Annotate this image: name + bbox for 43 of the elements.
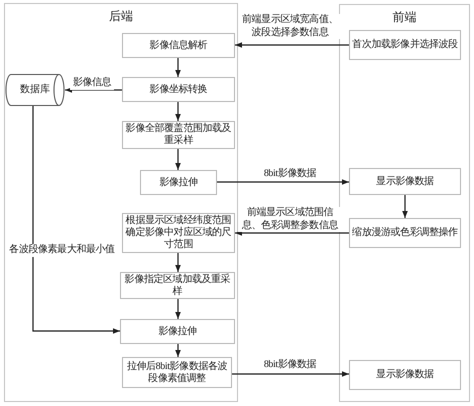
edge-label: 影像信息 <box>70 77 114 90</box>
arrow <box>402 195 408 218</box>
process-box <box>140 170 217 195</box>
node-text: 影像指定区域加载及重采样 <box>124 274 232 298</box>
lane-title: 后端 <box>108 9 134 24</box>
node-text: 显示影像数据 <box>376 176 434 188</box>
node-text: 影像拉伸 <box>158 326 197 338</box>
edge-label: 前端显示区域宽高值、波段选择参数信息 <box>240 14 340 39</box>
process-box <box>122 33 235 58</box>
node-text: 数据库 <box>20 84 50 96</box>
node-text: 影像信息解析 <box>150 40 208 52</box>
arrow <box>175 102 181 121</box>
arrow <box>175 58 181 77</box>
arrow <box>217 179 349 185</box>
lane-title: 前端 <box>392 10 418 24</box>
edge-label: 各波段像素最大和最小值 <box>6 244 118 256</box>
lane-panel <box>339 4 470 402</box>
arrow <box>175 253 181 272</box>
node-text: 影像坐标转换 <box>150 84 208 96</box>
process-box <box>349 218 461 248</box>
edge-label: 前端显示区域范围信息、色彩调整参数信息 <box>238 207 342 232</box>
node-text: 缩放漫游或色彩调整操作 <box>352 227 458 239</box>
node-text: 首次加载影像并选择波段 <box>352 39 458 51</box>
arrow <box>175 299 181 319</box>
arrow <box>235 230 349 236</box>
node-text: 根据显示区域经纬度范围确定影像中对应区域的尺寸范围 <box>124 215 232 251</box>
arrow <box>32 106 120 334</box>
node-text: 显示影像数据 <box>376 369 434 381</box>
process-box <box>122 77 235 102</box>
arrow <box>235 42 349 48</box>
arrow <box>175 344 181 357</box>
node-text: 影像拉伸 <box>159 176 198 188</box>
arrow <box>232 371 349 377</box>
process-box <box>349 360 461 390</box>
process-box <box>120 319 235 344</box>
process-box <box>349 168 461 195</box>
database-cylinder <box>5 74 65 106</box>
arrow <box>175 149 181 170</box>
node-text: 影像全部覆盖范围加载及重采样 <box>124 123 232 147</box>
arrow <box>65 87 122 93</box>
lane-panel <box>4 3 238 402</box>
node-text: 拉伸后8bit影像数据各波段像素值调整 <box>126 360 228 384</box>
process-box <box>349 30 461 60</box>
